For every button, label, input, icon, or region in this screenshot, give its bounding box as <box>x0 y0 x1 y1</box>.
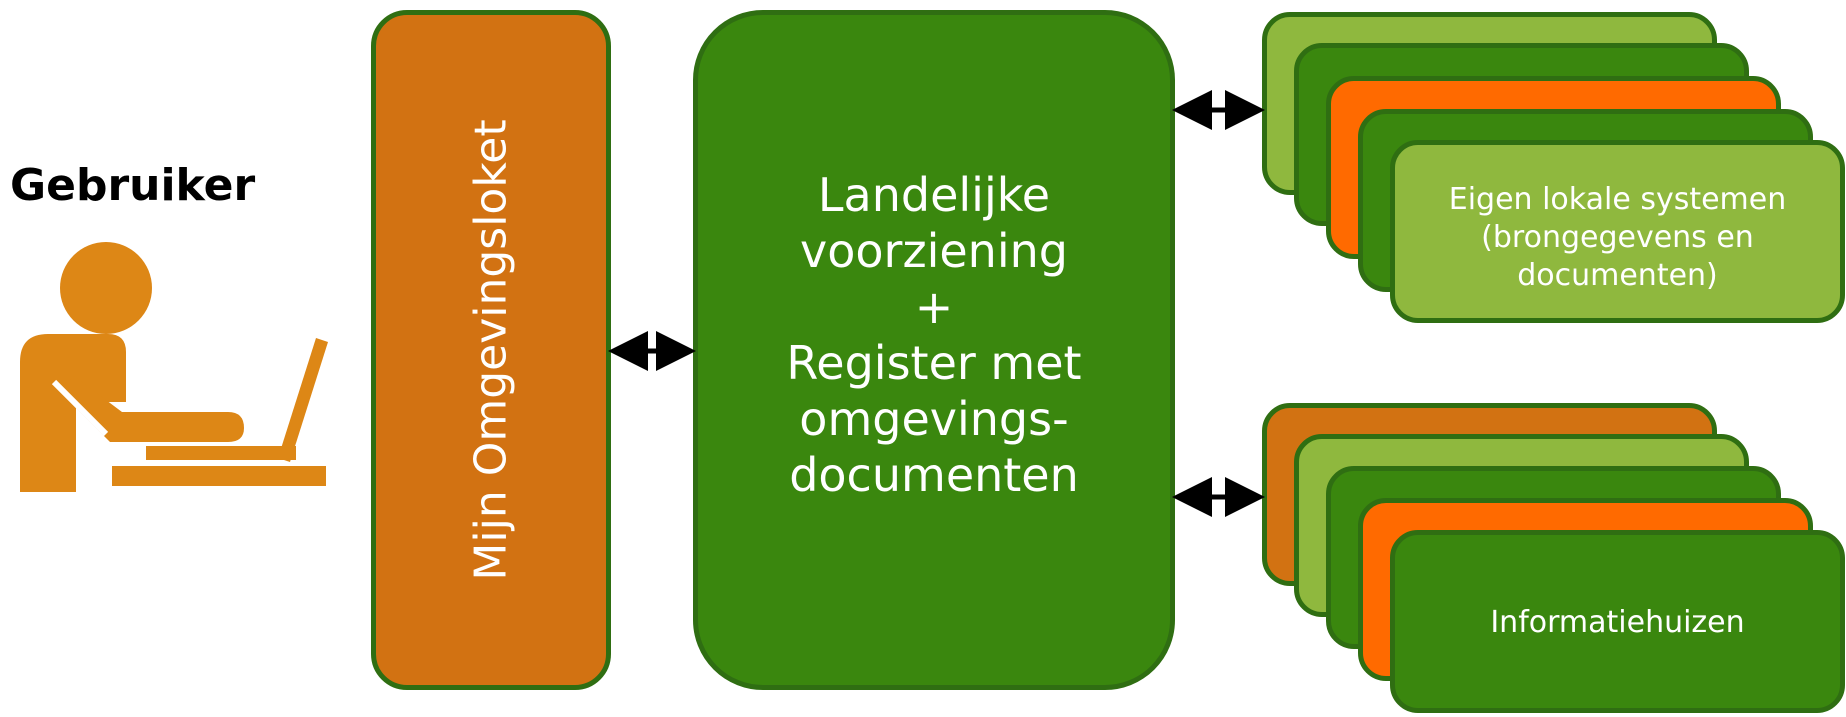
label-line: Eigen lokale systemen <box>1448 182 1787 217</box>
central-line: + <box>914 280 954 334</box>
local-systems-label: Eigen lokale systemen (brongegevens en d… <box>1395 181 1840 295</box>
central-line: Register met <box>786 336 1082 390</box>
label-line: documenten) <box>1517 258 1718 293</box>
landelijke-voorziening-box: Landelijke voorziening + Register met om… <box>693 10 1175 690</box>
local-systems-card: Eigen lokale systemen (brongegevens en d… <box>1390 140 1845 323</box>
label-line: (brongegevens en <box>1481 220 1754 255</box>
central-line: voorziening <box>800 224 1068 278</box>
central-line: Landelijke <box>817 168 1051 222</box>
user-at-laptop-icon <box>20 242 328 492</box>
mijn-omgevingsloket-box: Mijn Omgevingsloket <box>371 10 611 690</box>
central-line: omgevings- <box>799 392 1069 446</box>
informatiehuizen-card: Informatiehuizen <box>1390 530 1845 713</box>
central-line: documenten <box>789 448 1079 502</box>
central-label: Landelijke voorziening + Register met om… <box>786 167 1081 503</box>
informatiehuizen-label: Informatiehuizen <box>1490 605 1745 640</box>
user-label: Gebruiker <box>10 160 256 211</box>
